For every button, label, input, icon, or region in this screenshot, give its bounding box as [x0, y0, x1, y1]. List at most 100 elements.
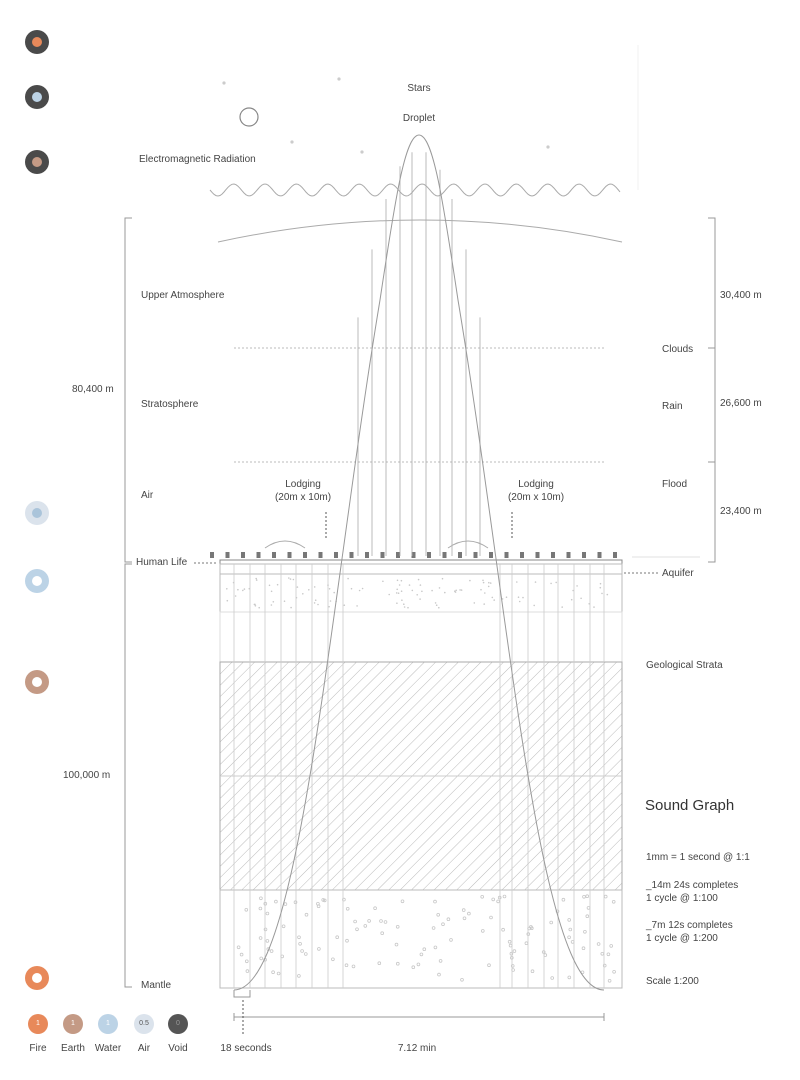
sand-dot — [356, 605, 358, 607]
mantle-dot — [265, 939, 270, 943]
sand-dot — [272, 601, 275, 603]
mantle-dot — [373, 906, 377, 910]
lodging-right-size: (20m x 10m) — [507, 492, 565, 503]
mantle-dot — [502, 894, 507, 899]
mantle-dot — [351, 964, 356, 969]
sand-dot — [403, 603, 405, 605]
sand-dot — [396, 579, 399, 582]
sand-dot — [255, 579, 258, 581]
building-marker — [473, 552, 478, 558]
sand-dot — [313, 602, 316, 604]
sand-dot — [382, 580, 384, 583]
air-label: Air — [141, 490, 154, 501]
mantle-dot — [441, 922, 445, 926]
sand-dot — [469, 579, 471, 582]
legend-water-label: Water — [94, 1043, 122, 1054]
sand-dot — [417, 578, 420, 581]
legend-void-label: Void — [168, 1043, 188, 1054]
mantle-dot — [331, 957, 335, 962]
sand-dot — [347, 577, 349, 580]
sand-dot — [459, 589, 461, 591]
sand-dot — [350, 587, 353, 590]
mantle-dot — [353, 919, 357, 924]
sand-dot — [226, 599, 229, 602]
sand-dot — [455, 589, 458, 592]
mantle-dot — [487, 963, 491, 967]
sand-dot — [268, 584, 271, 587]
building-marker — [458, 552, 462, 558]
mantle-dot — [612, 969, 616, 974]
mantle-dot — [383, 920, 388, 924]
legend-void-swatch: 0 — [168, 1014, 188, 1034]
mantle-dot — [303, 952, 308, 956]
building-marker — [613, 552, 617, 558]
sand-dot — [419, 584, 422, 586]
rain-label: Rain — [662, 401, 683, 412]
mantle-dot — [265, 911, 270, 916]
sand-dot — [550, 582, 552, 585]
sand-dot — [290, 606, 292, 609]
building-marker — [380, 552, 385, 558]
sand-dot — [493, 599, 496, 601]
mantle-dot — [581, 946, 586, 950]
sand-dot — [484, 592, 486, 594]
mantle-dot — [449, 938, 453, 942]
mantle-dot — [416, 962, 421, 967]
mantle-dot — [582, 894, 586, 899]
sand-dot — [533, 604, 535, 607]
ground-strata — [219, 559, 623, 989]
mantle-dot — [297, 974, 301, 978]
legend-air-label: Air — [137, 1043, 151, 1054]
stratosphere-label: Stratosphere — [141, 399, 199, 410]
mantle-dot — [600, 951, 605, 956]
sound-graph-line2a: _14m 24s completes — [646, 880, 739, 891]
mantle-dot — [433, 945, 438, 950]
water-void-dot — [25, 85, 49, 109]
mantle-dot — [489, 915, 493, 920]
sand-dot — [288, 577, 290, 579]
mantle-dot — [269, 949, 274, 953]
sound-graph-line3b: 1 cycle @ 1:200 — [646, 933, 718, 944]
sand-dot — [438, 587, 441, 589]
mantle-dot — [300, 949, 304, 953]
lodging-arc-right — [447, 540, 489, 549]
mantle-dot — [342, 897, 346, 902]
mantle-dot — [467, 911, 471, 916]
fire-void-dot — [25, 30, 49, 54]
air-water-dot — [25, 501, 49, 525]
mantle-dot — [433, 899, 437, 904]
sand-dot — [518, 600, 521, 603]
building-marker — [535, 552, 540, 558]
aquifer-label: Aquifer — [662, 568, 694, 579]
sand-dot — [237, 588, 239, 591]
mantle-dot — [317, 947, 321, 951]
mantle-dot — [480, 929, 485, 933]
lodging-left-size: (20m x 10m) — [274, 492, 332, 503]
sand-dot — [254, 605, 257, 607]
mantle-dot — [344, 963, 349, 967]
building-marker — [334, 552, 338, 558]
building-marker — [566, 552, 571, 558]
mantle-dot — [462, 916, 467, 921]
mantle-dot — [512, 949, 517, 953]
sound-graph-curve — [233, 134, 605, 991]
mantle-dot — [611, 899, 616, 904]
earth-ring-dot — [25, 670, 49, 694]
sand-dot — [411, 589, 414, 592]
sand-dot — [243, 588, 246, 590]
sand-dot — [255, 577, 257, 580]
rain-columns — [357, 152, 481, 556]
mantle-dot — [602, 963, 607, 968]
lodging-right-title: Lodging — [518, 479, 554, 490]
sand-dot — [416, 594, 419, 596]
building-marker — [396, 552, 400, 558]
sand-dot — [606, 593, 609, 596]
sand-dot — [408, 584, 411, 586]
sand-dot — [454, 591, 457, 593]
mantle-dot — [244, 907, 249, 912]
mantle-dot — [460, 977, 464, 982]
sand-dot — [403, 606, 406, 608]
sand-dot — [302, 593, 304, 595]
sand-dot — [438, 606, 440, 609]
building-marker — [365, 552, 369, 558]
